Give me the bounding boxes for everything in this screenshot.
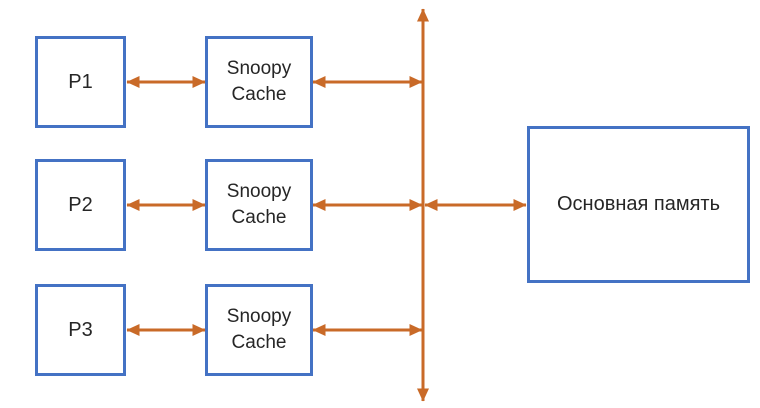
snoopy-cache-box-1: Snoopy Cache: [205, 36, 313, 128]
snoopy-cache-label-2: Snoopy Cache: [226, 181, 292, 228]
snoopy-cache-label-3: Snoopy Cache: [226, 306, 292, 353]
processor-label-p3: P3: [68, 318, 93, 341]
processor-box-p2: P2: [35, 159, 126, 251]
snoopy-cache-box-2: Snoopy Cache: [205, 159, 313, 251]
snoopy-cache-box-3: Snoopy Cache: [205, 284, 313, 376]
snoopy-cache-label-1: Snoopy Cache: [226, 58, 292, 105]
main-memory-box: Основная память: [527, 126, 750, 283]
main-memory-label: Основная память: [556, 193, 721, 215]
processor-box-p1: P1: [35, 36, 126, 128]
processor-label-p1: P1: [68, 70, 93, 93]
processor-box-p3: P3: [35, 284, 126, 376]
processor-label-p2: P2: [68, 193, 93, 216]
